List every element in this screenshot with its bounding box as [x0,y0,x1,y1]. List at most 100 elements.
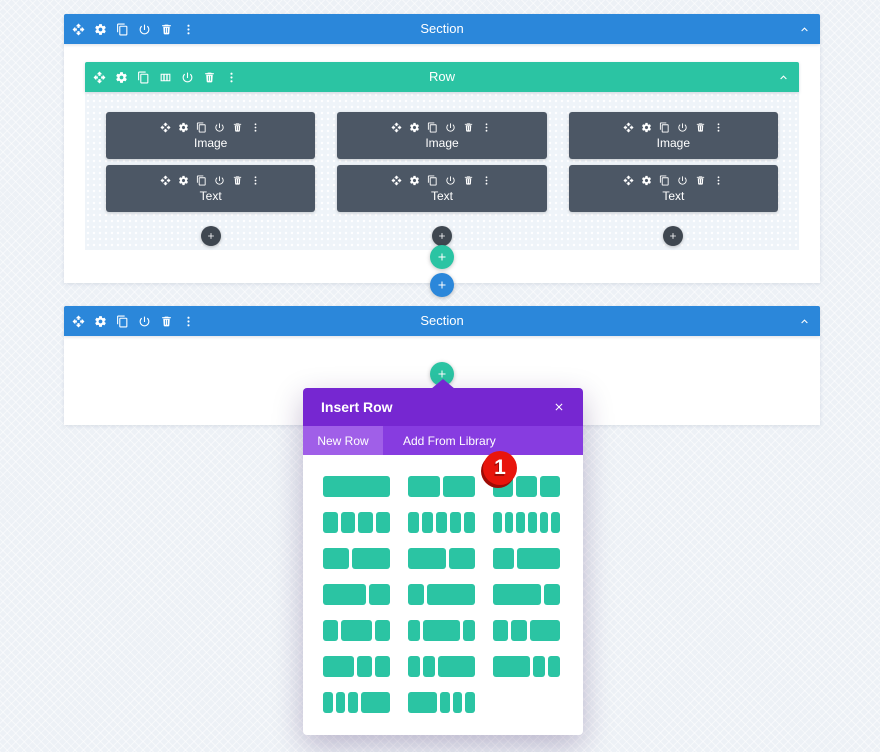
module-text[interactable]: Text [337,165,547,212]
layout-option-1[interactable] [323,476,390,497]
move-icon[interactable] [391,175,403,186]
power-icon[interactable] [181,71,194,84]
duplicate-icon[interactable] [196,175,207,186]
power-icon[interactable] [214,122,225,133]
power-icon[interactable] [445,175,456,186]
module-text[interactable]: Text [568,165,778,212]
power-icon[interactable] [445,122,456,133]
dots-icon[interactable] [250,175,261,186]
module-image[interactable]: Image [337,112,547,159]
layout-option-1_6-x6[interactable] [493,512,561,533]
power-icon[interactable] [138,23,151,36]
add-module-button[interactable] [663,226,684,246]
section-2-collapse-button[interactable] [798,306,811,336]
trash-icon[interactable] [463,122,474,133]
layout-block [440,692,450,713]
gear-icon[interactable] [178,122,189,133]
layout-option-1_4-1_4-1_4-1_4[interactable] [323,512,390,533]
module-toolbar-icons [391,122,492,133]
dots-icon[interactable] [713,175,724,186]
layout-option-1_5-1_5-3_5[interactable] [408,656,475,677]
dots-icon[interactable] [225,71,238,84]
dots-icon[interactable] [481,175,492,186]
move-icon[interactable] [72,23,85,36]
dots-icon[interactable] [182,23,195,36]
trash-icon[interactable] [463,175,474,186]
layout-option-1_4-1_2-1_4[interactable] [323,620,390,641]
trash-icon[interactable] [160,315,173,328]
trash-icon[interactable] [695,175,706,186]
plus-icon [436,251,448,263]
row-collapse-button[interactable] [777,62,790,92]
layout-option-1_2-1_2[interactable] [408,476,475,497]
tab-new-row[interactable]: New Row [303,426,383,455]
gear-icon[interactable] [641,175,652,186]
dots-icon[interactable] [481,122,492,133]
gear-icon[interactable] [94,315,107,328]
layout-option-1_3-2_3[interactable] [493,548,560,569]
dots-icon[interactable] [250,122,261,133]
dots-icon[interactable] [182,315,195,328]
gear-icon[interactable] [409,175,420,186]
layout-option-3_4-1_4[interactable] [493,584,560,605]
duplicate-icon[interactable] [137,71,150,84]
power-icon[interactable] [677,122,688,133]
duplicate-icon[interactable] [116,315,129,328]
layout-option-1_2-1_4-1_4[interactable] [323,656,390,677]
trash-icon[interactable] [160,23,173,36]
move-icon[interactable] [160,122,171,133]
trash-icon[interactable] [232,122,243,133]
add-module-button[interactable] [200,226,221,246]
trash-icon[interactable] [232,175,243,186]
move-icon[interactable] [623,175,634,186]
layout-block [323,548,349,569]
gear-icon[interactable] [94,23,107,36]
layout-option-1_5-3_5-1_5[interactable] [408,620,475,641]
duplicate-icon[interactable] [659,175,670,186]
move-icon[interactable] [623,122,634,133]
module-text[interactable]: Text [106,165,316,212]
modal-close-button[interactable] [553,401,565,413]
layout-option-3_5-1_5-1_5[interactable] [493,656,560,677]
layout-option-1_6-1_6-1_6-1_2[interactable] [323,692,391,713]
layout-option-3_5-2_5[interactable] [408,548,475,569]
module-image[interactable]: Image [106,112,316,159]
columns-icon[interactable] [159,71,172,84]
layout-option-2_3-1_3[interactable] [323,584,390,605]
gear-icon[interactable] [641,122,652,133]
section-1-collapse-button[interactable] [798,14,811,44]
power-icon[interactable] [677,175,688,186]
layout-block [408,476,440,497]
move-icon[interactable] [391,122,403,133]
move-icon[interactable] [93,71,106,84]
power-icon[interactable] [214,175,225,186]
add-module-button[interactable] [431,226,452,246]
gear-icon[interactable] [115,71,128,84]
layout-block [493,548,515,569]
layout-option-1_4-3_4[interactable] [408,584,475,605]
move-icon[interactable] [160,175,171,186]
add-row-button[interactable] [430,245,454,269]
layout-option-1_5-x5[interactable] [408,512,475,533]
module-image[interactable]: Image [568,112,778,159]
duplicate-icon[interactable] [196,122,207,133]
trash-icon[interactable] [695,122,706,133]
gear-icon[interactable] [178,175,189,186]
layout-option-1_2-1_6-1_6-1_6[interactable] [408,692,476,713]
layout-block [361,692,391,713]
power-icon[interactable] [138,315,151,328]
layout-option-1_4-1_4-1_2[interactable] [493,620,560,641]
duplicate-icon[interactable] [116,23,129,36]
duplicate-icon[interactable] [427,175,438,186]
duplicate-icon[interactable] [659,122,670,133]
gear-icon[interactable] [409,122,420,133]
section-1-toolbar: Section [64,14,820,44]
trash-icon[interactable] [203,71,216,84]
move-icon[interactable] [72,315,85,328]
add-section-button[interactable] [430,273,454,297]
tab-add-from-library[interactable]: Add From Library [403,433,496,448]
duplicate-icon[interactable] [427,122,438,133]
layout-option-2_5-3_5[interactable] [323,548,390,569]
dots-icon[interactable] [713,122,724,133]
